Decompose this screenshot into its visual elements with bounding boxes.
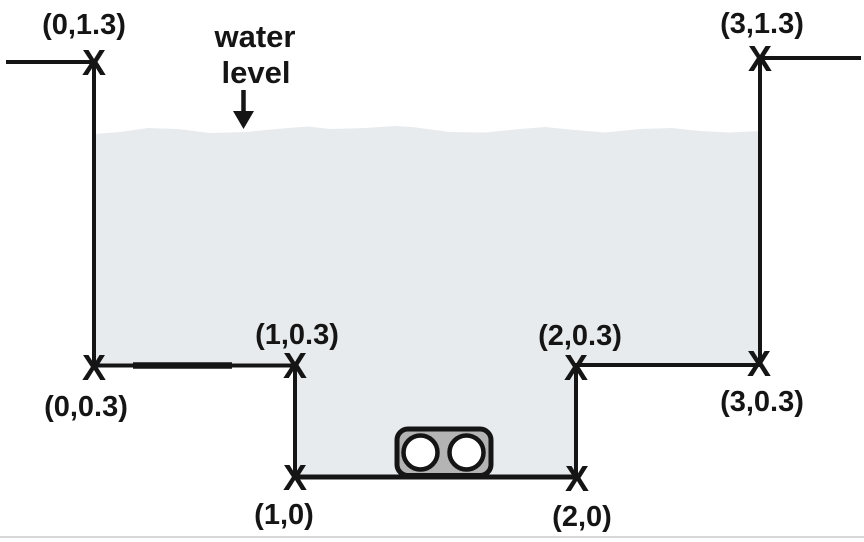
point-label-2-0: (2,0) <box>552 501 612 533</box>
down-arrow-icon <box>233 90 254 129</box>
point-label-0-0p3: (0,0.3) <box>44 391 128 423</box>
x-marker-2-0: X <box>565 458 589 499</box>
water-level-label: water level <box>214 19 296 90</box>
x-marker-1-0p3: X <box>283 345 307 386</box>
point-label-1-0: (1,0) <box>254 499 314 531</box>
down-arrow-head <box>233 111 254 129</box>
point-markers: X X X X X X X X <box>82 38 772 499</box>
pipe-cross-section <box>394 426 494 478</box>
x-marker-1-0: X <box>283 457 307 498</box>
x-marker-3-1p3: X <box>748 38 772 79</box>
point-label-2-0p3: (2,0.3) <box>538 320 622 352</box>
point-label-3-0p3: (3,0.3) <box>720 386 804 418</box>
x-marker-2-0p3: X <box>564 347 588 388</box>
point-label-0-1p3: (0,1.3) <box>42 9 126 41</box>
point-label-1-0p3: (1,0.3) <box>255 319 339 351</box>
water-region <box>94 126 760 478</box>
water-level-label-line1: water <box>214 19 296 54</box>
pipe-hole-left <box>401 433 440 472</box>
pipe-hole-right <box>447 433 486 472</box>
x-marker-3-0p3: X <box>747 343 771 384</box>
channel-boundary-lines <box>6 56 861 480</box>
x-marker-0-1p3: X <box>82 42 106 83</box>
x-marker-0-0p3: X <box>82 347 106 388</box>
point-label-3-1p3: (3,1.3) <box>720 8 804 40</box>
water-level-label-line2: level <box>222 55 291 90</box>
water-level-annotation: water level <box>214 19 296 129</box>
point-labels: (0,1.3) (3,1.3) (0,0.3) (1,0.3) (2,0.3) … <box>42 8 804 533</box>
